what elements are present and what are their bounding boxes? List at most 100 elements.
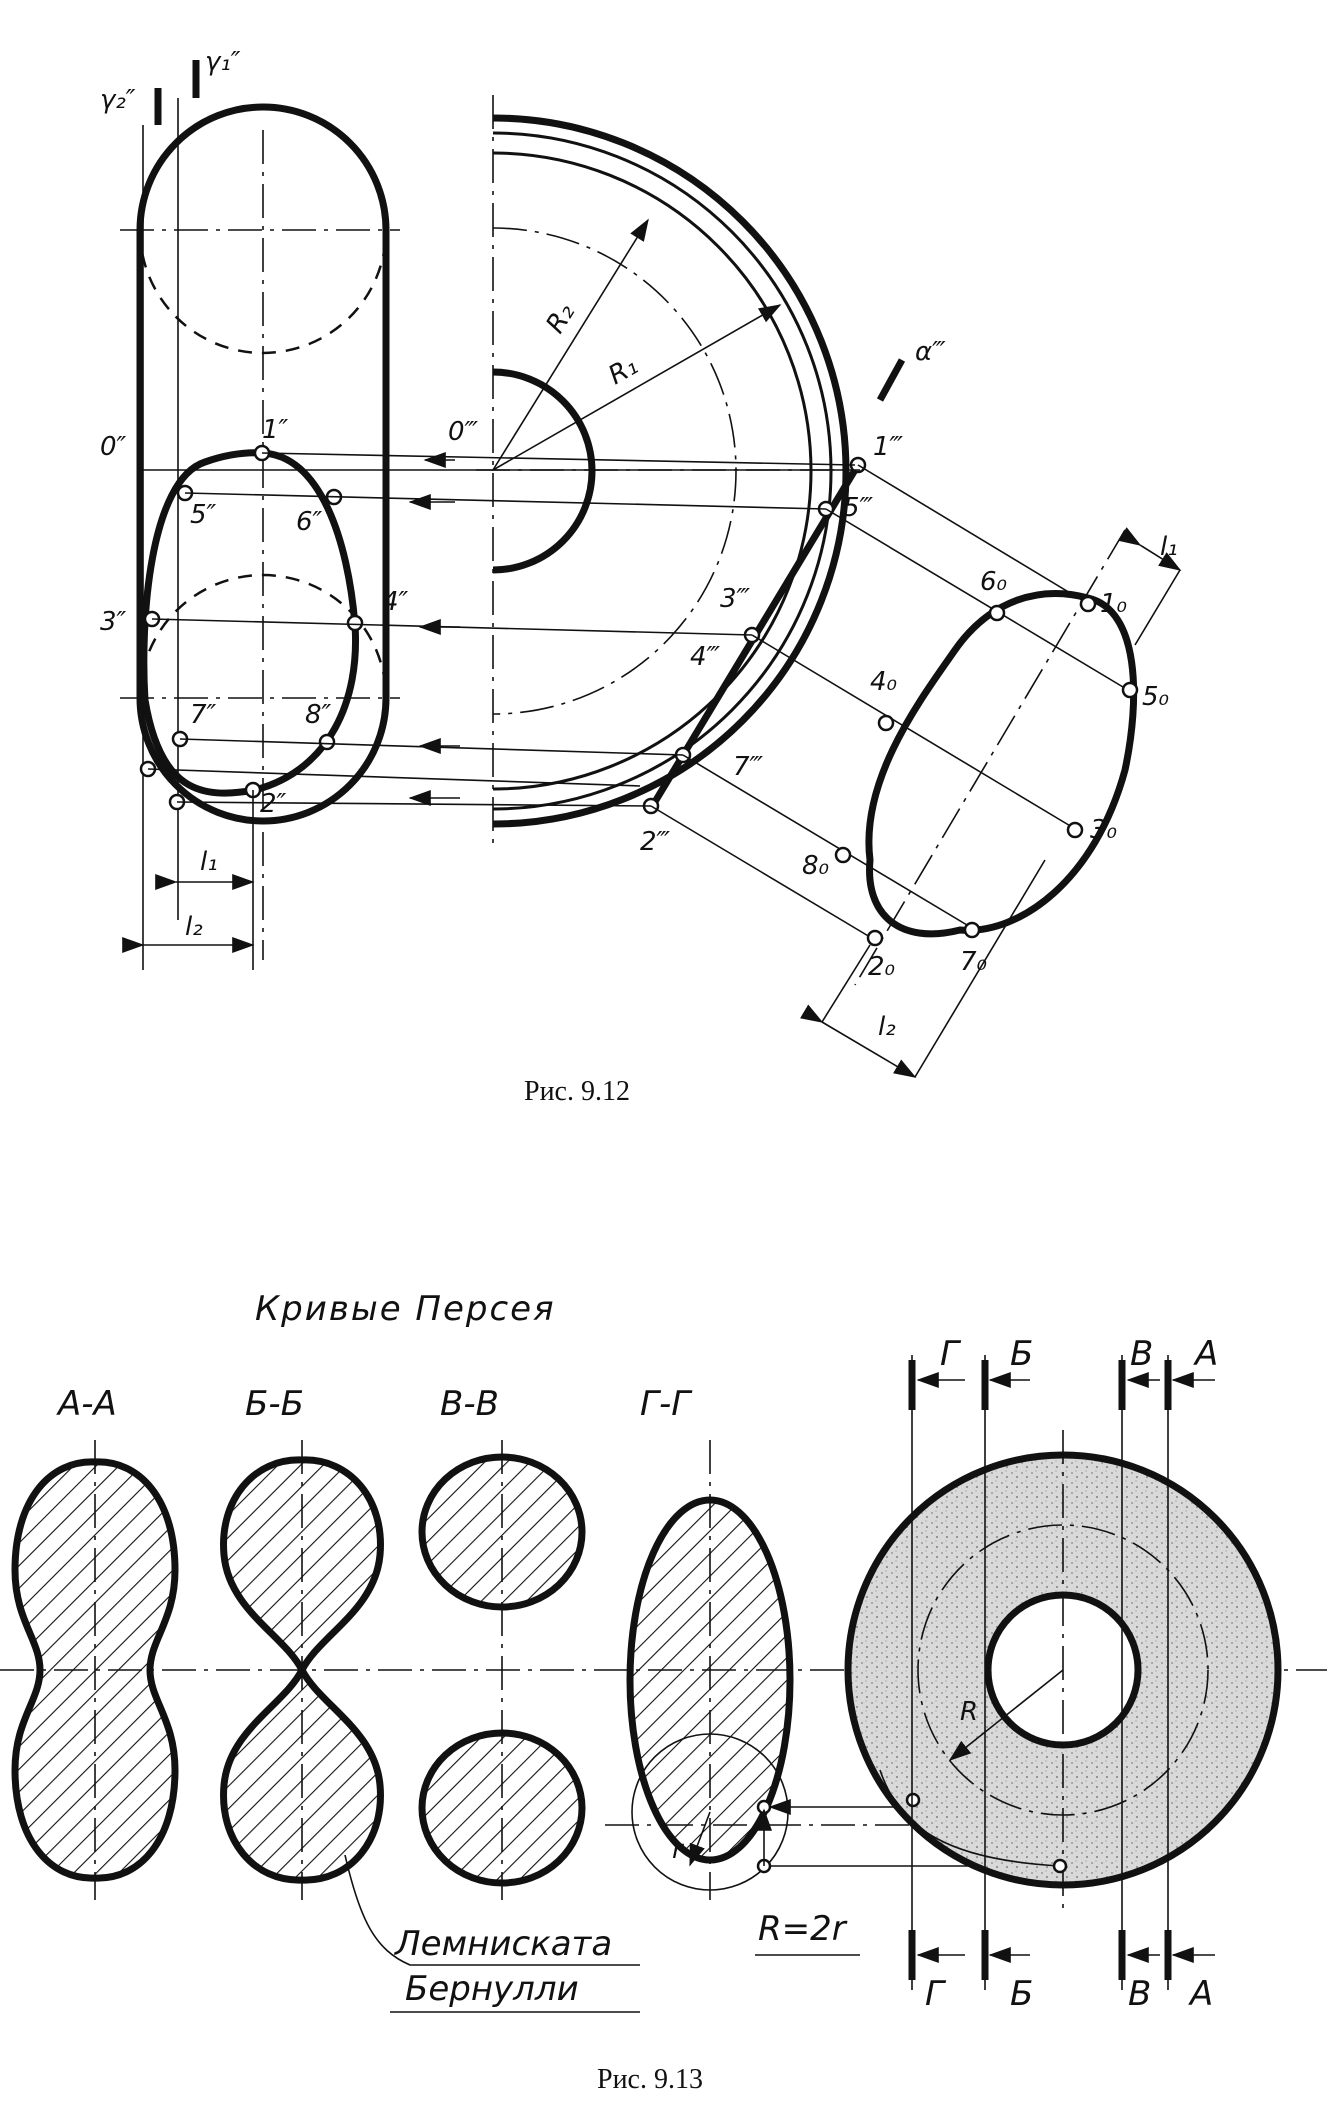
point-5-true <box>1121 681 1139 699</box>
label-lemniscate-2: Бернулли <box>405 1969 579 2009</box>
label-0-side: 0‴ <box>448 417 479 447</box>
proj-7 <box>179 738 684 756</box>
section-aa <box>11 1440 179 1900</box>
label-7-side: 7‴ <box>733 752 764 782</box>
label-5-side: 5‴ <box>843 493 874 523</box>
true-axis <box>854 529 1126 986</box>
label-cut-v-bottom: В <box>1128 1974 1151 2014</box>
torus-plan-view: R Г Б В <box>844 1334 1282 2014</box>
label-4-side: 4‴ <box>690 642 721 672</box>
point-8-front <box>318 733 336 751</box>
label-1-front: 1″ <box>262 415 289 445</box>
label-l1-true: l₁ <box>1160 532 1178 562</box>
label-cut-a-top: А <box>1193 1334 1218 1374</box>
label-6-true: 6₀ <box>980 567 1008 597</box>
perp-1 <box>857 464 1096 609</box>
point-torus-1 <box>905 1792 921 1808</box>
point-torus-2 <box>1052 1858 1068 1874</box>
dim-l2-true-ext1 <box>821 944 871 1023</box>
label-6-front: 6″ <box>296 507 323 537</box>
dim-l1-true-ext <box>1134 569 1181 646</box>
label-gamma2: γ₂″ <box>100 85 136 115</box>
perp-2 <box>650 805 876 941</box>
front-view: γ₂″ γ₁″ 0″ 1″ 5″ 6″ 3″ 4″ 7″ 8″ 2″ l₁ l₂ <box>100 47 409 970</box>
point-3-true <box>1066 821 1084 839</box>
label-small-r: r <box>672 1835 685 1865</box>
label-4-front: 4″ <box>382 587 409 617</box>
label-cut-b-top: Б <box>1010 1334 1033 1374</box>
label-alpha: α‴ <box>915 337 946 367</box>
radius-r2-line <box>492 218 649 471</box>
label-3-front: 3″ <box>100 607 127 637</box>
point-4-true <box>877 714 895 732</box>
shape-vv-top <box>418 1453 586 1611</box>
point-7-true <box>963 921 981 939</box>
point-2-true <box>866 929 884 947</box>
label-7-true: 7₀ <box>960 947 988 977</box>
label-2-side: 2‴ <box>640 827 671 857</box>
label-2-front: 2″ <box>260 789 287 819</box>
label-7-front: 7″ <box>190 700 217 730</box>
label-r1: R₁ <box>604 351 644 391</box>
point-6-true <box>988 604 1006 622</box>
perp-5 <box>825 508 1129 691</box>
perp-3 <box>751 634 1073 828</box>
plane-alpha-mark <box>876 358 906 402</box>
point-4-front <box>346 614 364 632</box>
label-cut-b-bottom: Б <box>1010 1974 1033 2014</box>
torus-arc-2 <box>492 131 833 811</box>
leader-lemniscate <box>344 1854 640 1966</box>
caption-fig-9-13: Рис. 9.13 <box>597 2064 703 2095</box>
label-1-side: 1‴ <box>873 432 904 462</box>
label-section-aa: А-А <box>56 1384 117 1424</box>
true-size-view: 6₀ 1₀ 5₀ 4₀ 3₀ 8₀ 2₀ 7₀ l₁ l₂ <box>650 464 1182 1078</box>
small-radius-arrow <box>689 1811 711 1867</box>
label-torus-r: R <box>960 1697 978 1727</box>
point-8-true <box>834 846 852 864</box>
section-true-shape <box>865 590 1138 938</box>
side-view: R₂ R₁ 0‴ α‴ 1‴ 5‴ 3‴ 4‴ 7‴ 2‴ <box>448 95 946 857</box>
label-3-true: 3₀ <box>1090 815 1118 845</box>
torus-arc-3 <box>492 151 813 791</box>
section-gg: r R=2r <box>605 1440 1060 1956</box>
label-section-bb: Б-Б <box>245 1384 304 1424</box>
proj-1 <box>261 452 856 466</box>
projection-lines <box>140 452 860 807</box>
radius-r1-line <box>492 304 782 471</box>
dim-l2-true-ext2 <box>914 859 1046 1078</box>
label-cut-v-top: В <box>1130 1334 1153 1374</box>
label-cut-a-bottom: А <box>1188 1974 1213 2014</box>
label-section-gg: Г-Г <box>640 1384 693 1424</box>
torus-radius-arrow <box>948 1669 1064 1761</box>
label-r2: R₂ <box>540 299 581 339</box>
label-gamma1: γ₁″ <box>205 47 241 77</box>
label-1-true: 1₀ <box>1100 589 1128 619</box>
label-l2: l₂ <box>185 912 203 942</box>
section-curve-front <box>140 449 360 797</box>
label-8-front: 8″ <box>305 700 332 730</box>
label-5-true: 5₀ <box>1142 682 1170 712</box>
torus-outer-arc <box>492 114 850 828</box>
proj-5 <box>184 492 827 510</box>
label-lemniscate-1: Лемниската <box>393 1924 612 1964</box>
path-arc <box>879 1769 1061 1867</box>
torus-inner-arc <box>492 368 596 574</box>
label-l2-true: l₂ <box>878 1012 896 1042</box>
label-cut-g-top: Г <box>940 1334 962 1374</box>
figure-9-13: Кривые Персея А-А Б-Б В-В Г-Г Лемниската… <box>0 1289 1327 2095</box>
label-5-front: 5″ <box>190 500 217 530</box>
label-3-side: 3‴ <box>720 584 751 614</box>
figure-9-12: γ₂″ γ₁″ 0″ 1″ 5″ 6″ 3″ 4″ 7″ 8″ 2″ l₁ l₂ <box>100 47 1182 1107</box>
dim-l1-true <box>1118 527 1182 571</box>
perp-7 <box>682 754 973 929</box>
proj-2 <box>176 801 652 807</box>
label-8-true: 8₀ <box>802 851 830 881</box>
label-relation: R=2r <box>758 1909 848 1949</box>
label-2-true: 2₀ <box>868 952 896 982</box>
dim-l2-true <box>800 1004 917 1078</box>
proj-2b <box>147 768 641 787</box>
label-l1: l₁ <box>200 847 218 877</box>
section-vv <box>418 1440 586 1900</box>
caption-fig-9-12: Рис. 9.12 <box>524 1076 630 1107</box>
